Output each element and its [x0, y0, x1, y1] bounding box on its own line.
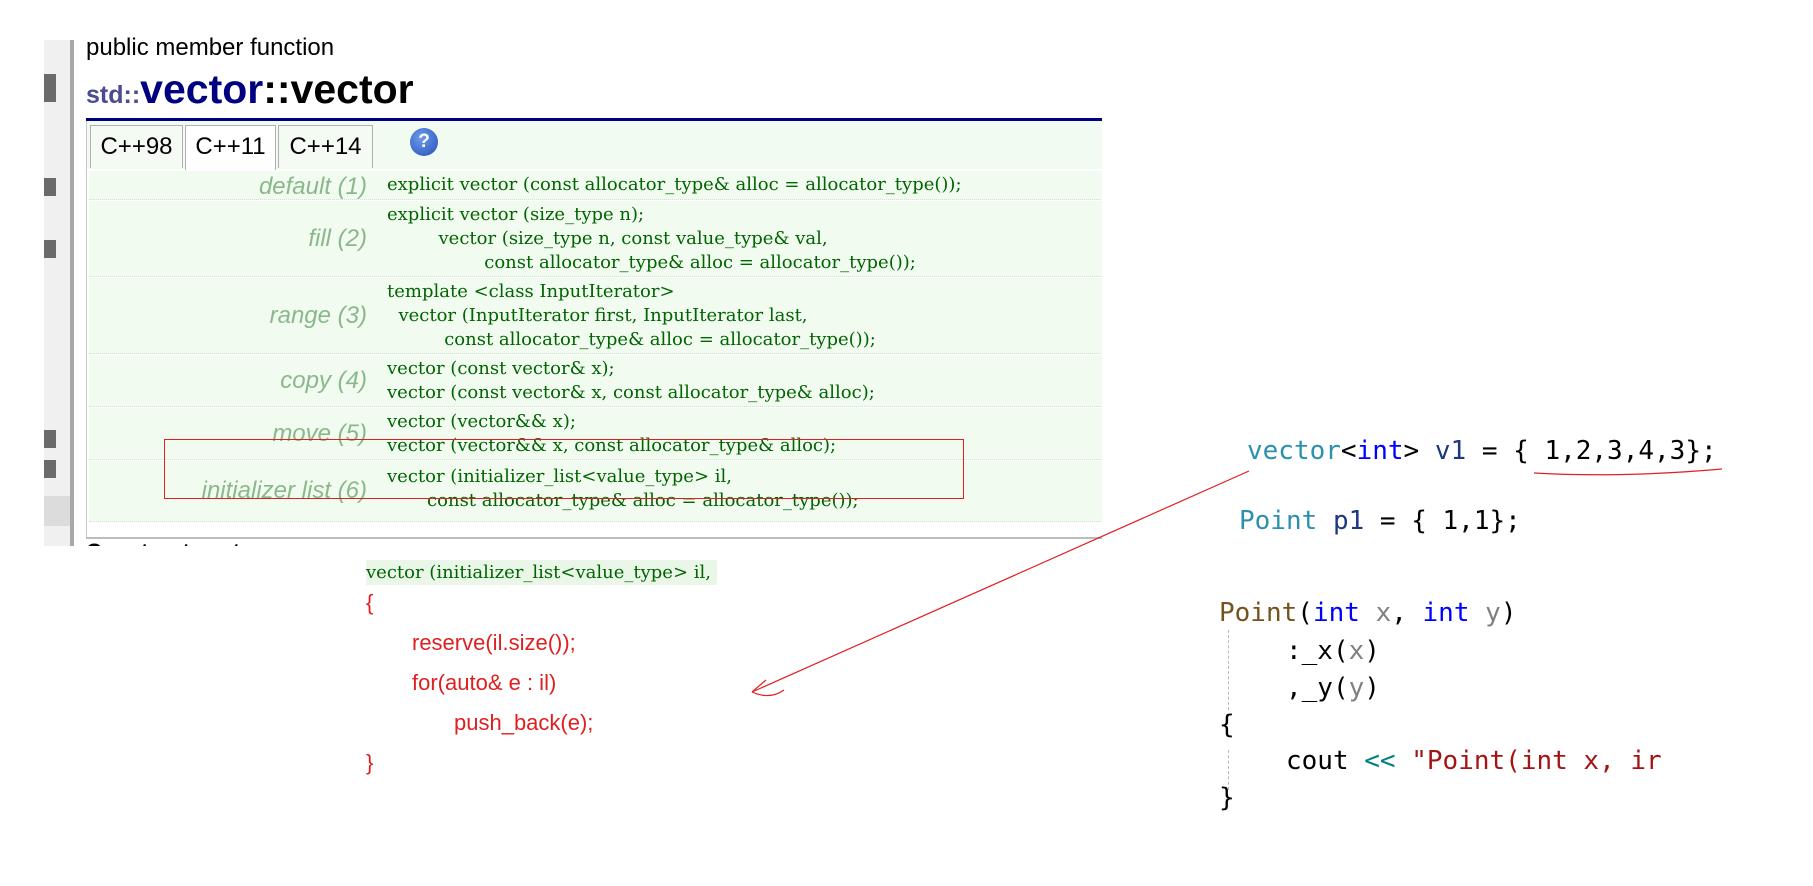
- identifier-token: p1: [1332, 506, 1365, 536]
- table-row: copy (4) vector (const vector& x); vecto…: [89, 355, 1102, 407]
- init-x-line: :_x(x): [1286, 636, 1380, 666]
- member-init: ,_y(: [1286, 673, 1349, 703]
- section-heading: Construct vector: [86, 538, 262, 546]
- type-token: Point: [1239, 506, 1318, 536]
- punct-token: (: [1297, 598, 1313, 628]
- punct-token: <: [1340, 436, 1357, 466]
- punct-token: ): [1364, 673, 1380, 703]
- punct-token: >: [1403, 436, 1420, 466]
- punct-token: ,: [1391, 598, 1407, 628]
- punct-token: ): [1364, 636, 1380, 666]
- scope-separator: ::: [263, 66, 291, 112]
- clipped-line-fragment: [1220, 580, 1680, 588]
- question-icon[interactable]: ?: [410, 128, 438, 156]
- reference-panel: public member function std::vector::vect…: [86, 30, 1102, 546]
- param-token: y: [1485, 598, 1501, 628]
- tab-cpp11[interactable]: C++11: [185, 125, 276, 170]
- version-tabs: C++98 C++11 C++14: [86, 121, 1102, 170]
- member-init: :_x(: [1286, 636, 1349, 666]
- title-divider: [86, 118, 1102, 121]
- annotation-line: for(auto& e : il): [412, 670, 557, 695]
- ctor-code: template <class InputIterator> vector (I…: [387, 281, 876, 350]
- table-row: range (3) template <class InputIterator>…: [89, 278, 1102, 354]
- identifier-token: v1: [1434, 436, 1467, 466]
- table-bottom-border: [86, 537, 1102, 539]
- ctor-code: vector (vector&& x); vector (vector&& x,…: [387, 411, 837, 456]
- side-marker: [44, 430, 56, 448]
- code-line-p1: Point p1 = { 1,1};: [1239, 506, 1521, 536]
- ctor-label: fill (2): [308, 225, 367, 252]
- cout-line: cout << "Point(int x, ir: [1286, 746, 1666, 776]
- brace-close: }: [1219, 783, 1235, 813]
- keyword-token: int: [1356, 436, 1404, 466]
- side-marker: [44, 178, 56, 196]
- annotation-signature: vector (initializer_list<value_type> il,: [366, 560, 717, 585]
- table-row: fill (2) explicit vector (size_type n); …: [89, 201, 1102, 277]
- ctor-label: copy (4): [280, 367, 367, 394]
- function-token: Point: [1219, 598, 1298, 628]
- param-token: y: [1348, 673, 1365, 703]
- ctor-label: initializer list (6): [201, 477, 367, 504]
- tab-cpp98[interactable]: C++98: [90, 125, 183, 168]
- namespace: std::: [86, 81, 141, 109]
- punct-token: ): [1500, 598, 1517, 628]
- page-title: std::vector::vector: [86, 66, 414, 113]
- operator-token: <<: [1364, 746, 1396, 776]
- indent-guide: [1228, 750, 1229, 790]
- type-token: vector: [1247, 436, 1341, 466]
- side-marker-light: [44, 496, 70, 526]
- ctor-code: vector (const vector& x); vector (const …: [387, 358, 875, 403]
- keyword-token: int: [1422, 598, 1470, 628]
- init-y-line: ,_y(y): [1286, 673, 1380, 703]
- cout-line-clip: cout << "Point(int x, ir: [1286, 746, 1666, 776]
- ctor-label: range (3): [269, 302, 367, 329]
- annotation-line: }: [366, 750, 374, 775]
- annotation-line: reserve(il.size());: [412, 630, 576, 655]
- highlight-box: [164, 439, 964, 499]
- ctor-label: default (1): [258, 173, 367, 200]
- constructor-table: default (1) explicit vector (const alloc…: [86, 169, 1102, 537]
- code-rest: = { 1,2,3,4,3};: [1466, 436, 1717, 466]
- side-marker: [44, 460, 56, 478]
- table-row: default (1) explicit vector (const alloc…: [89, 171, 1102, 200]
- param-token: x: [1375, 598, 1392, 628]
- class-name: vector: [140, 66, 264, 112]
- annotation-line: {: [366, 590, 374, 615]
- code-line-v1: vector<int> v1 = { 1,2,3,4,3};: [1247, 436, 1717, 466]
- side-panel-strip: [44, 40, 74, 546]
- ctor-code: explicit vector (const allocator_type& a…: [387, 174, 962, 195]
- tab-cpp14[interactable]: C++14: [278, 125, 373, 168]
- ctor-code: vector (initializer_list<value_type> il,…: [387, 466, 859, 511]
- annotation-line: push_back(e);: [454, 710, 594, 735]
- side-marker: [44, 240, 56, 258]
- table-row: initializer list (6) vector (initializer…: [89, 461, 1102, 522]
- member-name: vector: [290, 66, 414, 112]
- ctor-label: move (5): [272, 420, 367, 447]
- ctor-code: explicit vector (size_type n); vector (s…: [387, 204, 916, 273]
- member-kind: public member function: [86, 34, 335, 61]
- clipped-line: [1220, 580, 1640, 586]
- ctor-signature: Point(int x, int y): [1219, 598, 1516, 628]
- keyword-token: int: [1312, 598, 1360, 628]
- string-token: "Point(int x, ir: [1411, 746, 1662, 776]
- identifier-token: cout: [1286, 746, 1349, 776]
- side-marker: [44, 74, 56, 102]
- indent-guide: [1228, 630, 1229, 710]
- code-rest: = { 1,1};: [1364, 506, 1521, 536]
- param-token: x: [1348, 636, 1365, 666]
- table-row: move (5) vector (vector&& x); vector (ve…: [89, 408, 1102, 460]
- brace-open: {: [1219, 710, 1235, 740]
